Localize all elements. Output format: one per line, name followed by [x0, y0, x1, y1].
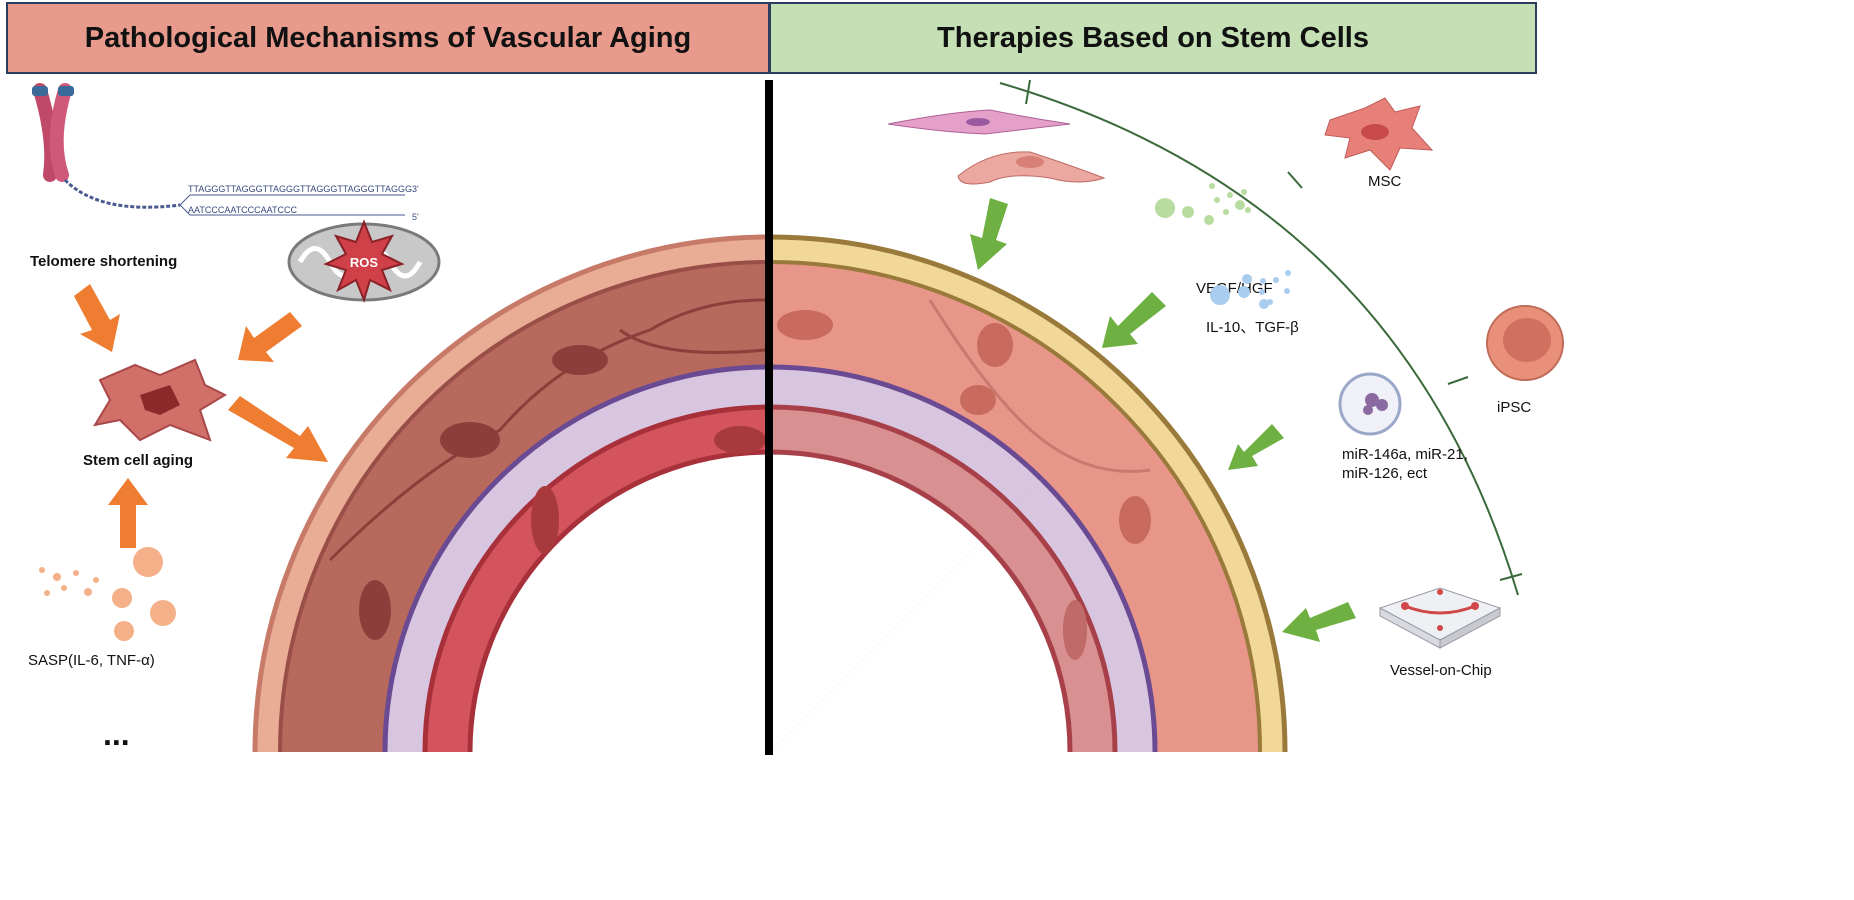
mitochondrion-icon [287, 219, 441, 304]
aged-elastic-lamina-edge [382, 364, 771, 753]
aged-lumen-edge [467, 449, 771, 753]
arrow-secretome-icon [1102, 292, 1166, 348]
treated-adventitia-edge [769, 234, 1136, 390]
arrow-sasp-to-stem-icon [108, 478, 148, 548]
orange-arrows [74, 284, 328, 548]
aged-cell-nucleus [440, 422, 500, 458]
aged-media-edge [278, 260, 771, 753]
treated-elastic-lamina-edge [1040, 478, 1158, 753]
aged-fiber [328, 298, 766, 562]
treated-media-edge [1115, 404, 1262, 753]
exosome-cargo-icon [1363, 393, 1388, 415]
header-right-text: Therapies Based on Stem Cells [937, 21, 1369, 54]
ipsc-label: iPSC [1497, 399, 1531, 416]
aged-endothelial-nucleus [531, 486, 559, 554]
telomere-sequence-bottom: AATCCCAATCCCAATCCC [188, 205, 298, 215]
treated-cell-nucleus [977, 323, 1013, 367]
strand-5-label: 5' [412, 212, 419, 222]
mirna-label-line1: miR-146a, miR-21, [1342, 446, 1468, 463]
treated-adventitia-edge [1132, 386, 1288, 753]
therapy-arc [999, 82, 1519, 596]
telomere-sequence-top: TTAGGGTTAGGGTTAGGGTTAGGGTTAGGGTTAGGG [188, 184, 412, 194]
strand-3-label: 3' [412, 184, 419, 194]
vessel-aged-details [328, 298, 766, 640]
il10-label: IL-10、TGF-β [1206, 319, 1299, 336]
telomere-label: Telomere shortening [30, 253, 177, 270]
arrow-cells-icon [970, 198, 1008, 270]
aged-endothelial-nucleus [714, 426, 766, 454]
cytokine-particles-icon [1210, 270, 1291, 309]
ipsc-nucleus [1503, 318, 1551, 362]
msc-nucleus [1361, 124, 1389, 140]
sasp-label: SASP(IL-6, TNF-α) [28, 652, 155, 669]
vessel-on-chip-icon [1378, 587, 1502, 649]
aged-cell-nucleus [359, 580, 391, 640]
vessel-treated-details [777, 299, 1151, 660]
header-left-text: Pathological Mechanisms of Vascular Agin… [84, 21, 692, 54]
ellipsis-label: ... [103, 716, 130, 752]
treated-cell-nucleus [960, 385, 996, 415]
vessel-treated-half [769, 234, 1288, 753]
spindle-cell-nucleus [966, 118, 990, 126]
treated-cell-nucleus [1119, 496, 1151, 544]
mirna-label-line2: miR-126, ect [1342, 465, 1428, 482]
aged-fiber [619, 328, 766, 354]
treated-intima-edge [1012, 506, 1118, 753]
ros-label: ROS [350, 255, 379, 270]
treated-endothelial-nucleus [1063, 600, 1087, 660]
aged-intima-edge [422, 404, 771, 753]
msc-label: MSC [1368, 173, 1402, 190]
stem-cell-nucleus-icon [140, 385, 180, 415]
treated-media-edge [769, 260, 1118, 407]
chromosome-icon [32, 83, 405, 216]
arrow-stem-to-vessel-icon [228, 396, 328, 462]
treated-intima-edge [769, 404, 1016, 510]
vegf-particles-icon [1155, 183, 1251, 225]
sasp-particles-icon [39, 547, 176, 641]
header-left-title: Pathological Mechanisms of Vascular Agin… [6, 2, 770, 74]
treated-elastic-lamina-edge [769, 364, 1044, 482]
stem-cell-label: Stem cell aging [83, 452, 193, 469]
treated-fiber [928, 299, 1151, 473]
treated-lumen-edge [980, 538, 1073, 753]
arrow-exosome-icon [1228, 424, 1284, 470]
aged-lumen-sector [470, 452, 770, 752]
endothelial-cell-nucleus [1016, 156, 1044, 168]
vessel-aged-half [252, 234, 771, 753]
arrow-ros-to-stem-icon [238, 312, 302, 362]
treated-lumen-edge [769, 449, 984, 542]
header-right-title: Therapies Based on Stem Cells [769, 2, 1537, 74]
treated-lumen-sector [770, 452, 983, 752]
treated-lumen-sector [770, 539, 1070, 752]
arrow-chip-icon [1282, 602, 1356, 642]
ros-burst-icon [323, 219, 405, 304]
aged-adventitia-edge [252, 234, 771, 753]
arc-ticks [1025, 79, 1523, 581]
green-arrows [970, 198, 1356, 642]
treated-cell-nucleus [777, 310, 833, 340]
arrow-telomere-to-stem-icon [74, 284, 120, 352]
chip-label: Vessel-on-Chip [1390, 662, 1492, 679]
